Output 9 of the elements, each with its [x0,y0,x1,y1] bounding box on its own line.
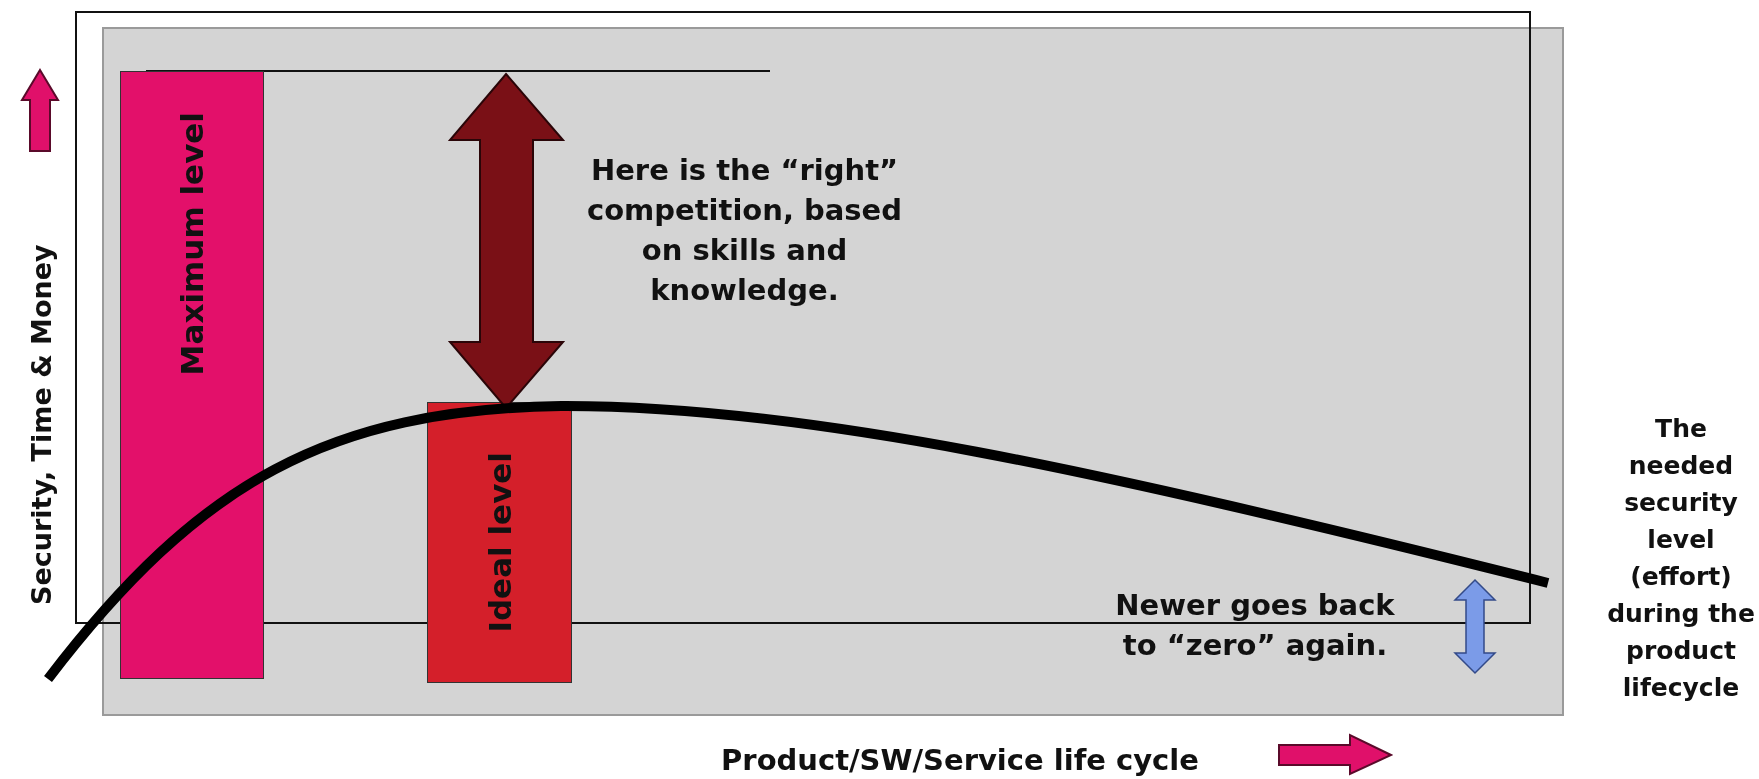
axis-title: Security, Time & Money [25,243,58,608]
annotation-text: Newer goes back to “zero” again. [1114,587,1396,664]
bar-label: Maximum level [173,112,211,376]
level-bar [120,71,264,679]
level-bar [427,402,572,683]
bar-label: Ideal level [480,452,519,633]
annotation-text: The needed security level (effort) during the product lifecycle [1607,413,1755,704]
axis-title: Product/SW/Service life cycle [720,742,1200,779]
annotation-text: Here is the “right” competition, based on skills and knowledge. [585,152,904,309]
